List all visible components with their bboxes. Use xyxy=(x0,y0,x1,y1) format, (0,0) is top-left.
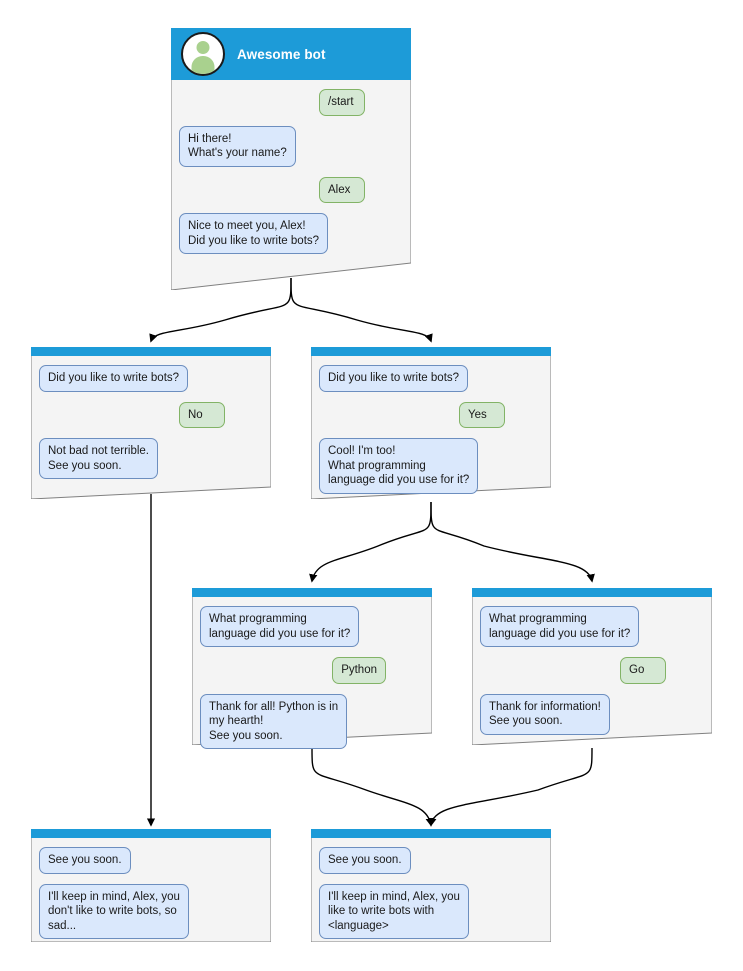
edge-go-to-end-happy xyxy=(428,747,593,827)
yes-branch-chat-area: Did you like to write bots? Yes Cool! I'… xyxy=(311,356,551,504)
bot-message-bubble: Thank for information! See you soon. xyxy=(480,693,610,735)
node-end-sad[interactable]: See you soon. I'll keep in mind, Alex, y… xyxy=(31,829,271,942)
message-row: Not bad not terrible. See you soon. xyxy=(39,438,263,479)
end-happy-chat-area: See you soon. I'll keep in mind, Alex, y… xyxy=(311,838,551,949)
bot-message-bubble: See you soon. xyxy=(319,847,411,874)
node-no-branch[interactable]: Did you like to write bots? No Not bad n… xyxy=(31,347,271,499)
bot-message-bubble: I'll keep in mind, Alex, you like to wri… xyxy=(319,883,469,939)
user-message-bubble: /start xyxy=(319,89,365,116)
user-message-bubble: Python xyxy=(332,657,386,684)
bot-message-bubble: Cool! I'm too! What programming language… xyxy=(319,438,479,494)
bot-message-bubble: See you soon. xyxy=(39,847,131,874)
user-message-bubble: No xyxy=(179,401,225,428)
message-row: I'll keep in mind, Alex, you like to wri… xyxy=(319,883,543,939)
bot-message-bubble: Did you like to write bots? xyxy=(39,365,189,392)
message-row: I'll keep in mind, Alex, you don't like … xyxy=(39,883,263,939)
message-row: Nice to meet you, Alex! Did you like to … xyxy=(179,213,403,254)
message-row: Hi there! What's your name? xyxy=(179,125,403,167)
person-avatar-icon xyxy=(181,32,225,76)
bot-message-bubble: What programming language did you use fo… xyxy=(480,606,640,647)
message-row: No xyxy=(39,401,263,428)
message-row: What programming language did you use fo… xyxy=(480,606,704,647)
python-branch-chat-area: What programming language did you use fo… xyxy=(192,597,432,759)
bot-message-bubble: Nice to meet you, Alex! Did you like to … xyxy=(179,213,329,254)
message-row: Python xyxy=(200,657,424,684)
message-row: Thank for information! See you soon. xyxy=(480,693,704,735)
root-chat-area: /start Hi there! What's your name? Alex … xyxy=(171,80,411,264)
node-go-branch[interactable]: What programming language did you use fo… xyxy=(472,588,712,745)
message-row: Yes xyxy=(319,401,543,428)
message-row: See you soon. xyxy=(39,847,263,874)
message-row: See you soon. xyxy=(319,847,543,874)
message-row: Alex xyxy=(179,176,403,203)
message-row: What programming language did you use fo… xyxy=(200,606,424,647)
bot-name-label: Awesome bot xyxy=(237,46,326,62)
node-python-branch[interactable]: What programming language did you use fo… xyxy=(192,588,432,749)
message-row: Did you like to write bots? xyxy=(319,365,543,392)
bot-message-bubble: Thank for all! Python is in my hearth! S… xyxy=(200,693,348,749)
node-yes-branch[interactable]: Did you like to write bots? Yes Cool! I'… xyxy=(311,347,551,499)
user-message-bubble: Yes xyxy=(459,401,505,428)
bot-message-bubble: What programming language did you use fo… xyxy=(200,606,360,647)
node-end-happy[interactable]: See you soon. I'll keep in mind, Alex, y… xyxy=(311,829,551,942)
message-row: /start xyxy=(179,89,403,116)
bot-message-bubble: Hi there! What's your name? xyxy=(179,125,296,167)
edge-python-to-end-happy xyxy=(311,747,434,827)
message-row: Did you like to write bots? xyxy=(39,365,263,392)
message-row: Cool! I'm too! What programming language… xyxy=(319,438,543,494)
message-row: Thank for all! Python is in my hearth! S… xyxy=(200,693,424,749)
message-row: Go xyxy=(480,657,704,684)
end-sad-chat-area: See you soon. I'll keep in mind, Alex, y… xyxy=(31,838,271,949)
node-root[interactable]: Awesome bot /start Hi there! What's your… xyxy=(171,28,411,290)
bot-message-bubble: I'll keep in mind, Alex, you don't like … xyxy=(39,883,189,939)
bot-message-bubble: Not bad not terrible. See you soon. xyxy=(39,438,159,479)
user-message-bubble: Alex xyxy=(319,176,365,203)
edge-yes-to-go xyxy=(430,501,595,583)
bot-message-bubble: Did you like to write bots? xyxy=(319,365,469,392)
go-branch-chat-area: What programming language did you use fo… xyxy=(472,597,712,745)
edge-yes-to-python xyxy=(309,501,432,583)
user-message-bubble: Go xyxy=(620,657,666,684)
root-header-bar: Awesome bot xyxy=(171,28,411,80)
no-branch-chat-area: Did you like to write bots? No Not bad n… xyxy=(31,356,271,489)
